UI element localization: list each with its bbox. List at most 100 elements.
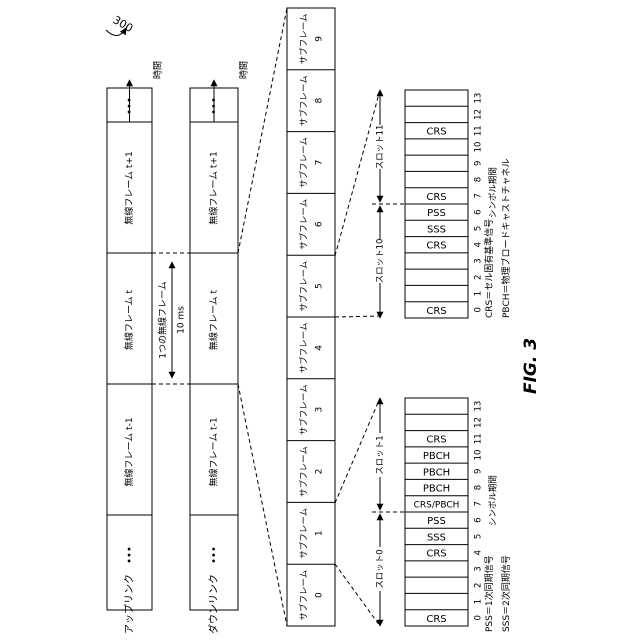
legend-pss: PSS＝1次同期信号 [483, 555, 495, 632]
downlink-ellipsis-top: ••• [209, 97, 220, 115]
symbol-index: 0 [474, 615, 484, 620]
subframe-7: サブフレーム 7 [287, 132, 335, 188]
symbol-index: 13 [474, 93, 484, 104]
signal-cell-pss: PSS [427, 516, 446, 527]
symbol-index: 10 [474, 142, 484, 153]
symbol-index: 7 [474, 501, 484, 506]
subframe-3: サブフレーム 3 [287, 379, 335, 435]
subframe-index: 9 [315, 36, 325, 42]
subframe-label: サブフレーム [299, 446, 310, 497]
uplink-frame-label: 無線フレーム t+1 [123, 151, 135, 224]
uplink-frame-label: 無線フレーム t-1 [123, 417, 135, 486]
symbol-index: 11 [474, 125, 484, 136]
subframe-label: サブフレーム [299, 570, 310, 621]
symbol-index: 3 [474, 566, 484, 571]
subframe-index: 5 [315, 283, 325, 289]
symbol-index: 13 [474, 401, 484, 412]
subframe-2: サブフレーム 2 [287, 441, 335, 497]
symbol-index: 8 [474, 485, 484, 490]
symbol-index: 12 [474, 417, 484, 428]
symbol-index: 5 [474, 534, 484, 539]
symbol-index: 12 [474, 109, 484, 120]
slot-label-second: スロット1 [376, 435, 386, 474]
symbol-index: 5 [474, 226, 484, 231]
signal-cell-crs: CRS [426, 306, 446, 317]
symbol-index: 11 [474, 433, 484, 444]
grid2-projection-bottom [335, 316, 380, 317]
slot-label-second: スロット11 [376, 125, 386, 170]
subframe-5: サブフレーム 5 [287, 255, 335, 311]
symbol-index: 3 [474, 258, 484, 263]
subframe-label: サブフレーム [299, 137, 310, 188]
timelines: 時間 ••• ••• 無線フレーム t-1 無線フレーム t 無線フレーム t+1 アップリ… [107, 8, 287, 634]
subframe-index: 4 [315, 345, 325, 351]
signal-cell-crs: CRS [426, 241, 446, 252]
symbol-index: 2 [474, 275, 484, 280]
downlink-ellipsis-bottom: ••• [209, 546, 220, 564]
subframe-6: サブフレーム 6 [287, 193, 335, 249]
frame-duration-label: 1つの無線フレーム [157, 281, 169, 358]
subframe-0: サブフレーム0 [287, 564, 335, 620]
frame-duration-value: 10 ms [177, 306, 187, 334]
downlink-label: ダウンリンク [207, 574, 220, 634]
symbol-index: 1 [474, 291, 484, 296]
uplink-label: アップリンク [124, 574, 136, 634]
slot-label-first: スロット10 [376, 239, 386, 284]
subframe-label: サブフレーム [299, 199, 310, 250]
symbol-index: 4 [474, 242, 484, 247]
signal-cell-pbch: PBCH [423, 484, 450, 495]
signal-cell-crs: CRS [426, 435, 446, 446]
slot-grids: CRS0123CRS4SSS5PSS6CRS/PBCH7PBCH8PBCH9PB… [372, 90, 499, 626]
signal-cell-pbch: PBCH [423, 467, 450, 478]
downlink-frame-label: 無線フレーム t [208, 289, 220, 350]
signal-cell-crs-pbch: CRS/PBCH [414, 500, 460, 510]
slot-grid-0: CRS0123CRS4SSS5PSS6CRS/PBCH7PBCH8PBCH9PB… [372, 398, 499, 626]
subframe-1: サブフレーム 1 [287, 502, 335, 558]
downlink-timeline: 時間••••••無線フレーム t-1無線フレーム t無線フレーム t+1ダウンリ… [190, 61, 250, 634]
subframe-label: サブフレーム [299, 508, 310, 559]
subframe-label: サブフレーム [299, 261, 310, 312]
uplink-time-label: 時間 [153, 61, 164, 79]
grid2-projection-top [335, 90, 380, 256]
uplink-frame-label: 無線フレーム t [123, 289, 135, 350]
symbol-index: 8 [474, 177, 484, 182]
symbol-index: 6 [474, 517, 484, 522]
signal-cell-crs: CRS [426, 127, 446, 138]
symbol-index: 9 [474, 161, 484, 166]
symbol-period-label: シンボル期間 [489, 167, 499, 218]
subframe-label: サブフレーム [299, 323, 310, 374]
symbol-index: 6 [474, 209, 484, 214]
subframe-label: サブフレーム [299, 384, 310, 435]
symbol-index: 10 [474, 450, 484, 461]
slot-label-first: スロット0 [376, 549, 386, 588]
signal-cell-sss: SSS [427, 224, 446, 235]
signal-cell-crs: CRS [426, 614, 446, 625]
subframe-index: 2 [315, 469, 325, 475]
signal-cell-sss: SSS [427, 532, 446, 543]
downlink-frame-label: 無線フレーム t-1 [208, 417, 220, 486]
downlink-time-label: 時間 [239, 61, 250, 79]
subframe-label: サブフレーム [299, 75, 310, 126]
projection-line-bottom [238, 384, 287, 626]
uplink-ellipsis-bottom: ••• [125, 546, 136, 564]
subframe-index: 3 [315, 407, 325, 413]
uplink-timeline: 時間••••••無線フレーム t-1無線フレーム t無線フレーム t+1アップリ… [107, 61, 164, 634]
subframe-label: サブフレーム [299, 14, 310, 65]
projection-line-top [238, 8, 287, 253]
subframe-index: 6 [315, 221, 325, 227]
subframe-index: 8 [315, 98, 325, 104]
symbol-index: 9 [474, 469, 484, 474]
legend-pbch: PBCH＝物理ブロードキャストチャネル [500, 159, 512, 318]
subframe-4: サブフレーム 4 [287, 317, 335, 373]
symbol-index: 2 [474, 583, 484, 588]
subframe-index: 1 [315, 530, 325, 536]
symbol-period-label: シンボル期間 [489, 475, 499, 526]
subframe-index: 7 [315, 160, 325, 166]
signal-cell-pss: PSS [427, 208, 446, 219]
subframe-column: サブフレーム0サブフレーム1サブフレーム2サブフレーム3サブフレーム4サブフレー… [287, 8, 380, 626]
symbol-index: 1 [474, 599, 484, 604]
figure-label: FIG. 3 [521, 338, 541, 394]
symbol-index: 7 [474, 193, 484, 198]
slot-grid-1: CRS0123CRS4SSS5PSS6CRS78910CRS111213スロット… [372, 90, 499, 318]
